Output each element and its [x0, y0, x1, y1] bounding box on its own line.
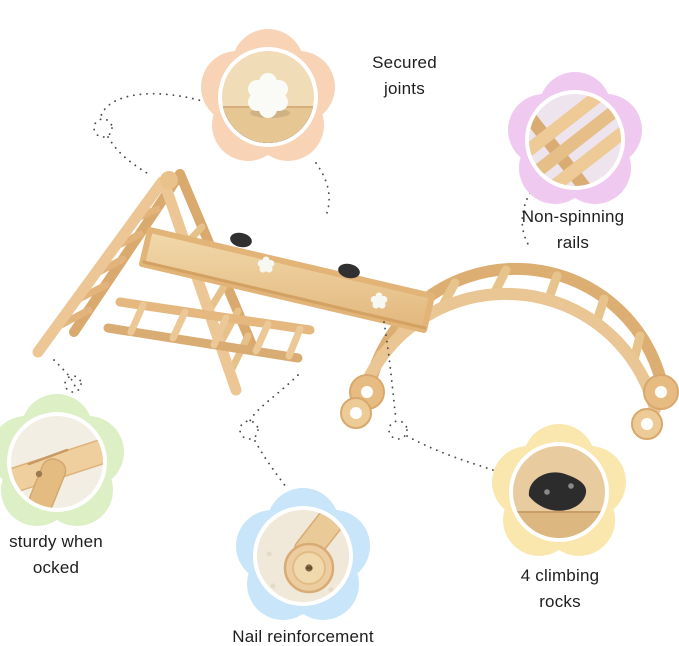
- climbing-rock-black: [230, 232, 252, 248]
- climbing-rock-white: [370, 292, 388, 309]
- connector-sturdy: [53, 359, 77, 391]
- ladder-rungs: [127, 301, 304, 360]
- wood-rails-icon: [529, 94, 621, 186]
- connector-rocks-top: [383, 321, 397, 421]
- climbing-rock-icon: [513, 446, 605, 538]
- label-climbing-rocks: 4 climbing rocks: [520, 566, 600, 611]
- bottom-ladder: [103, 297, 315, 363]
- nail-reinforcement-bubble: [228, 481, 378, 631]
- connector-loop: [388, 420, 408, 440]
- connector-loop: [64, 375, 82, 393]
- wood-joint-icon: [11, 416, 103, 508]
- climbing-rocks-bubble: [484, 417, 634, 567]
- triangle-apex-joint: [160, 171, 178, 189]
- connector-loop: [93, 118, 113, 138]
- label-sturdy-when-locked: sturdy when ocked: [9, 532, 103, 577]
- label-nail-reinforcement: Nail reinforcement: [232, 627, 374, 646]
- connector-loop: [239, 420, 259, 440]
- label-non-spinning-rails: Non-spinning rails: [521, 207, 625, 252]
- arch-handle-holes: [340, 374, 679, 440]
- secured-joints-bubble: [193, 22, 343, 172]
- climbing-arch: [340, 262, 679, 440]
- connector-nail-top: [249, 374, 299, 422]
- non-spinning-rails-bubble: [500, 65, 650, 215]
- sturdy-joint-bubble: [0, 387, 132, 537]
- climbing-rock-black: [338, 263, 360, 279]
- label-secured-joints: Secured joints: [372, 53, 437, 98]
- climbing-ramp: [139, 227, 435, 333]
- climbing-rock-white: [257, 256, 275, 273]
- connector-lines: [53, 92, 532, 488]
